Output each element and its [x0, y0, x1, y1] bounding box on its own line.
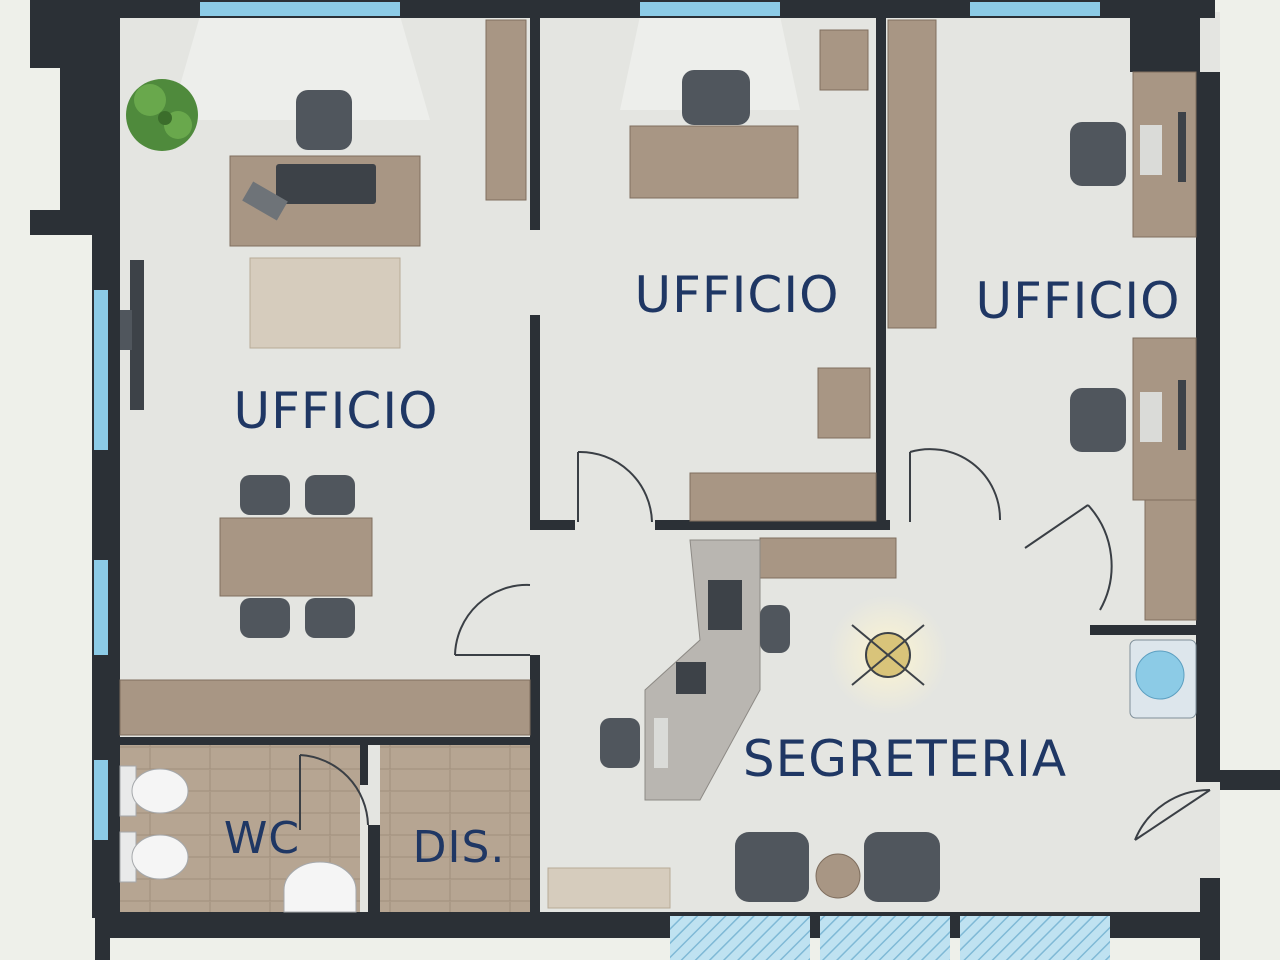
plant-icon [126, 79, 198, 151]
monitor-icon [708, 580, 742, 630]
toilet-icon [131, 768, 189, 814]
chair-icon [240, 475, 290, 515]
cabinet [1144, 499, 1197, 621]
meeting-table [219, 517, 373, 597]
side-cabinet [817, 367, 871, 439]
room-label-office-right: UFFICIO [976, 272, 1181, 330]
chair-icon [682, 70, 750, 125]
room-label-storage: DIS. [413, 822, 506, 873]
room-label-reception: SEGRETERIA [743, 730, 1067, 788]
chair-icon [600, 718, 640, 768]
wc-fixtures [119, 765, 357, 913]
side-cabinet [819, 29, 869, 91]
light-beam [170, 16, 430, 120]
tv-icon [130, 260, 144, 410]
keyboard-icon [1140, 392, 1162, 442]
room-label-office-center: UFFICIO [635, 266, 840, 324]
office-center-furniture [485, 19, 877, 522]
reception-furniture [547, 537, 1197, 909]
bidet-icon [131, 834, 189, 880]
monitor-icon [676, 662, 706, 694]
shelf [485, 19, 527, 201]
office-left-furniture [119, 79, 531, 736]
chair-icon [1070, 122, 1126, 186]
coffee-table [815, 853, 861, 899]
laptop-icon [242, 181, 288, 221]
chair-icon [240, 598, 290, 638]
monitor-icon [1178, 112, 1186, 182]
desk [629, 125, 799, 199]
counter [759, 537, 897, 579]
chair-icon [760, 605, 790, 653]
light-beam [620, 16, 800, 110]
sink-icon [283, 861, 357, 913]
monitor-icon [276, 164, 376, 204]
armchair-icon [735, 832, 809, 902]
keyboard-icon [1140, 125, 1162, 175]
storage-floor [380, 745, 530, 913]
armchair-icon [864, 832, 940, 902]
cabinet [689, 472, 877, 522]
doormat [547, 867, 671, 909]
cabinet [119, 679, 531, 736]
windows [94, 2, 1110, 960]
chair-icon [296, 90, 352, 150]
interior-walls [120, 18, 1200, 915]
rug [249, 257, 401, 349]
chair-icon [305, 475, 355, 515]
monitor-icon [1178, 380, 1186, 450]
keyboard-icon [654, 718, 668, 768]
office-right-furniture [887, 19, 1197, 621]
ceiling-lamp-icon [851, 624, 925, 686]
chair-icon [1070, 388, 1126, 452]
room-label-wc: WC [224, 813, 300, 864]
wardrobe [887, 19, 937, 329]
doors [299, 448, 1211, 841]
chair-icon [305, 598, 355, 638]
room-label-office-left: UFFICIO [234, 382, 439, 440]
